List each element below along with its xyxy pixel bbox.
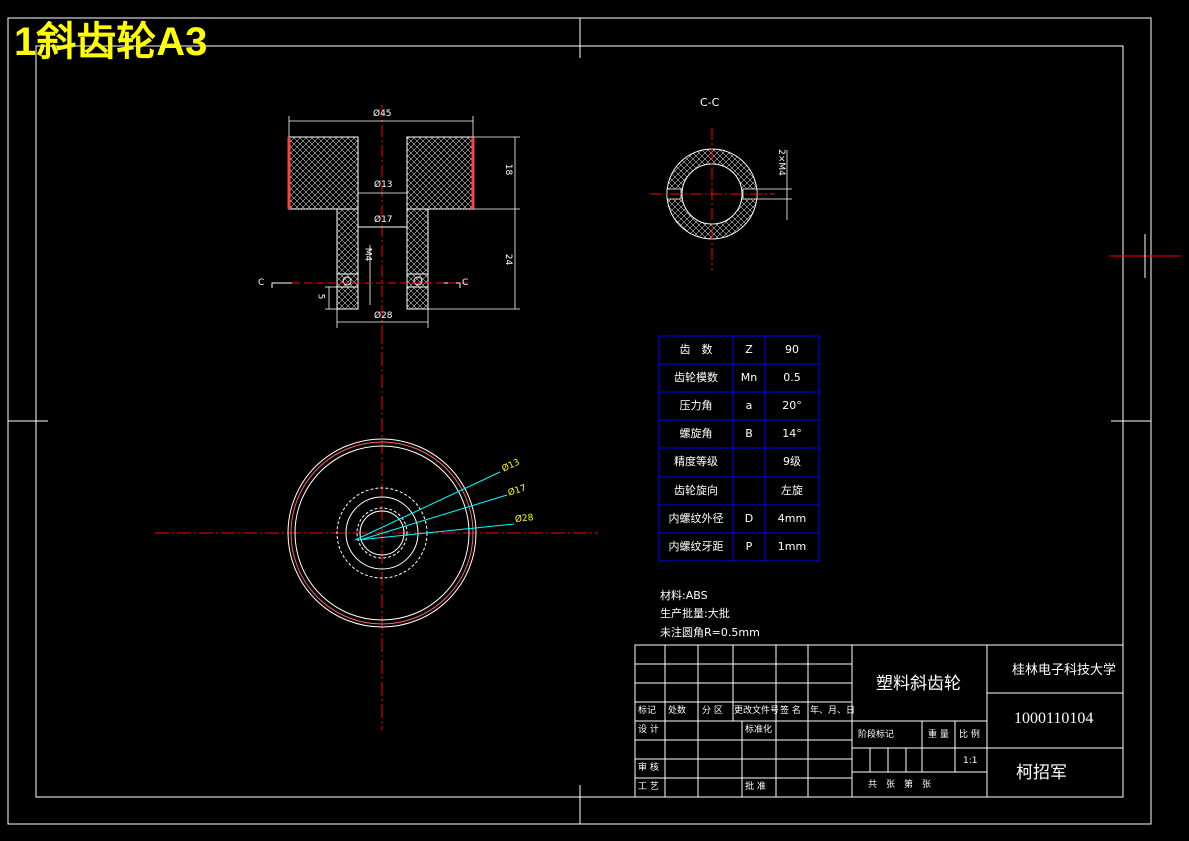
plan-view	[155, 330, 598, 730]
param-cell: 压力角	[679, 399, 713, 412]
orientation-mark	[1109, 234, 1181, 278]
dim-h18: 18	[503, 163, 514, 176]
dim-d45: Ø45	[373, 109, 392, 119]
drawing-number: 1000110104	[1014, 710, 1094, 727]
param-cell: a	[745, 399, 753, 412]
title-block	[634, 644, 1124, 798]
row-design: 设 计	[638, 725, 659, 735]
cut-mark-right: C	[462, 278, 469, 288]
sheets-label: 共 张 第 张	[868, 780, 932, 790]
plan-dim-d28: Ø28	[514, 513, 534, 525]
note-fillet: 未注圆角R=0.5mm	[660, 626, 760, 639]
dim-h24: 24	[503, 253, 514, 266]
param-cell: 齿轮旋向	[674, 484, 718, 497]
param-cell: P	[745, 540, 753, 553]
stage-mark: 阶段标记	[858, 730, 895, 740]
hdr-sign: 签 名	[780, 706, 801, 716]
param-cell: 内螺纹牙距	[668, 540, 724, 553]
row-process: 工 艺	[638, 782, 659, 792]
param-cell: 20°	[782, 399, 802, 412]
row-standard: 标准化	[745, 725, 773, 735]
param-cell: D	[744, 512, 754, 525]
param-cell: 螺旋角	[679, 427, 713, 440]
shaft-left	[336, 208, 359, 310]
weight-label: 重 量	[928, 730, 949, 740]
dim-d28: Ø28	[374, 311, 393, 321]
hdr-count: 处数	[668, 706, 687, 716]
hdr-doc: 更改文件号	[734, 706, 780, 716]
school-name: 桂林电子科技大学	[1012, 663, 1117, 678]
front-section-view	[271, 105, 520, 330]
outer-frame	[7, 17, 1152, 825]
param-cell: Z	[745, 343, 753, 356]
param-cell: 精度等级	[674, 455, 718, 468]
author-name: 柯招军	[1016, 763, 1067, 783]
cut-mark-left: C	[258, 278, 265, 288]
ratio-label: 比 例	[959, 730, 980, 740]
dim-h5: 5	[315, 293, 326, 300]
row-approve: 批 准	[745, 782, 766, 792]
gear-parameter-table	[658, 335, 820, 562]
gear-rim-right	[406, 136, 474, 210]
param-cell: 1mm	[777, 540, 807, 553]
scale-value: 1:1	[963, 756, 978, 766]
gear-rim-left	[288, 136, 359, 210]
hdr-mark: 标记	[638, 706, 657, 716]
hdr-date: 年、月、日	[810, 706, 856, 716]
param-cell: 90	[785, 343, 799, 356]
dim-m4: M4	[362, 247, 373, 262]
param-cell: 齿 数	[679, 343, 713, 356]
hdr-zone: 分 区	[702, 706, 723, 716]
param-cell: 0.5	[783, 371, 801, 384]
param-cell: 4mm	[777, 512, 807, 525]
drawing-title: 1斜齿轮A3	[14, 20, 208, 64]
dim-d17: Ø17	[374, 215, 393, 225]
note-material: 材料:ABS	[660, 589, 708, 602]
section-cc-view	[650, 128, 792, 270]
param-cell: Mn	[740, 371, 758, 384]
section-label: C-C	[700, 96, 720, 109]
shaft-right	[406, 208, 429, 310]
dim-2xm4: 2×M4	[775, 149, 786, 176]
param-cell: 齿轮模数	[674, 371, 718, 384]
param-cell: B	[745, 427, 753, 440]
param-cell: 14°	[782, 427, 802, 440]
part-name: 塑料斜齿轮	[876, 674, 961, 694]
note-batch: 生产批量:大批	[660, 607, 730, 620]
param-cell: 左旋	[781, 484, 803, 497]
row-review: 审 核	[638, 763, 659, 773]
centring-marks	[8, 18, 1151, 824]
param-cell: 9级	[783, 455, 801, 468]
dim-d13: Ø13	[374, 180, 393, 190]
param-cell: 内螺纹外径	[668, 512, 724, 525]
